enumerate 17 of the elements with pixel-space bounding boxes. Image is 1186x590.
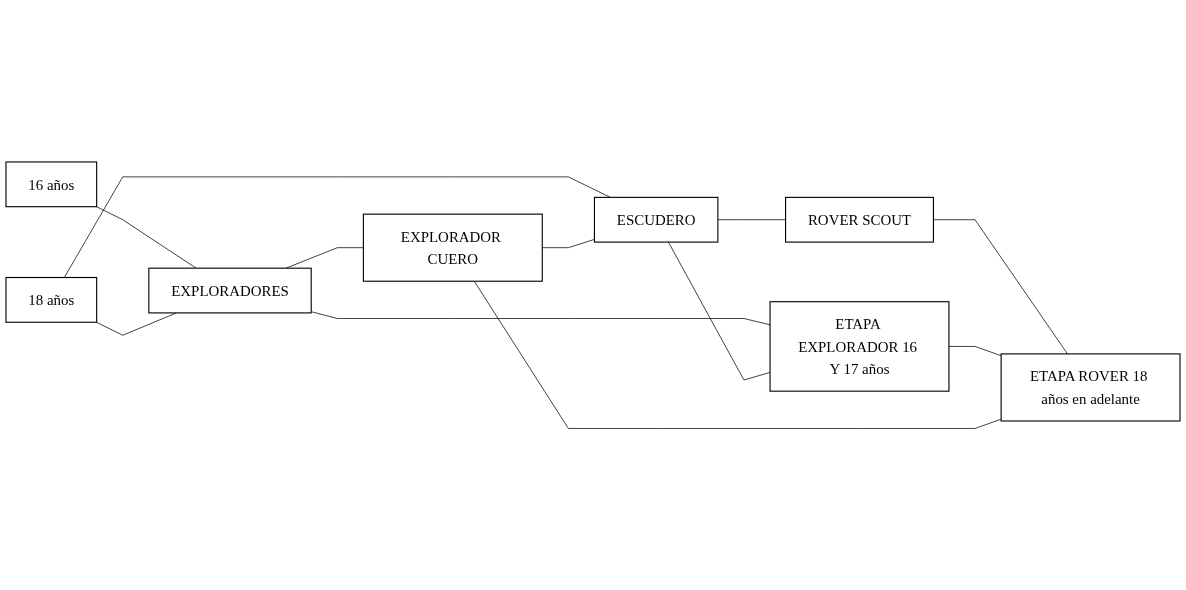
connector <box>96 312 177 336</box>
connector <box>473 280 1002 429</box>
connector <box>717 219 786 220</box>
node-box: 18 años <box>5 276 98 323</box>
node-box: ETAPA ROVER 18 años en adelante <box>1000 353 1181 422</box>
connector <box>310 311 771 325</box>
connector <box>96 206 197 269</box>
connector <box>948 345 1002 356</box>
node-box: EXPLORADOR CUERO <box>362 213 543 282</box>
node-box: ESCUDERO <box>593 196 719 243</box>
node-box: ETAPA EXPLORADOR 16 Y 17 años <box>769 300 950 392</box>
node-box: 16 años <box>5 161 98 208</box>
node-box: ROVER SCOUT <box>785 196 934 243</box>
connector <box>933 219 1068 355</box>
node-box: EXPLORADORES <box>148 267 312 314</box>
connector <box>668 241 771 381</box>
connector <box>63 176 611 278</box>
